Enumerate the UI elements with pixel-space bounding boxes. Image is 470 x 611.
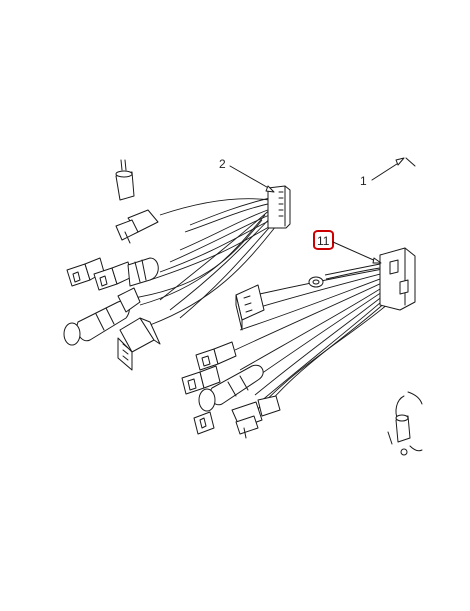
harness-right — [181, 247, 416, 439]
callout-1[interactable]: 1 — [360, 157, 416, 188]
callout-2[interactable]: 2 — [219, 157, 275, 193]
partial-sensor-bottom-right — [387, 391, 423, 456]
callout-11-label: 11 — [317, 234, 330, 248]
callout-11[interactable]: 11 — [313, 230, 382, 264]
harness-left — [63, 159, 291, 371]
callout-2-label: 2 — [219, 157, 226, 171]
callout-11-highlight-box — [313, 230, 334, 250]
callout-1-label: 1 — [360, 174, 367, 188]
